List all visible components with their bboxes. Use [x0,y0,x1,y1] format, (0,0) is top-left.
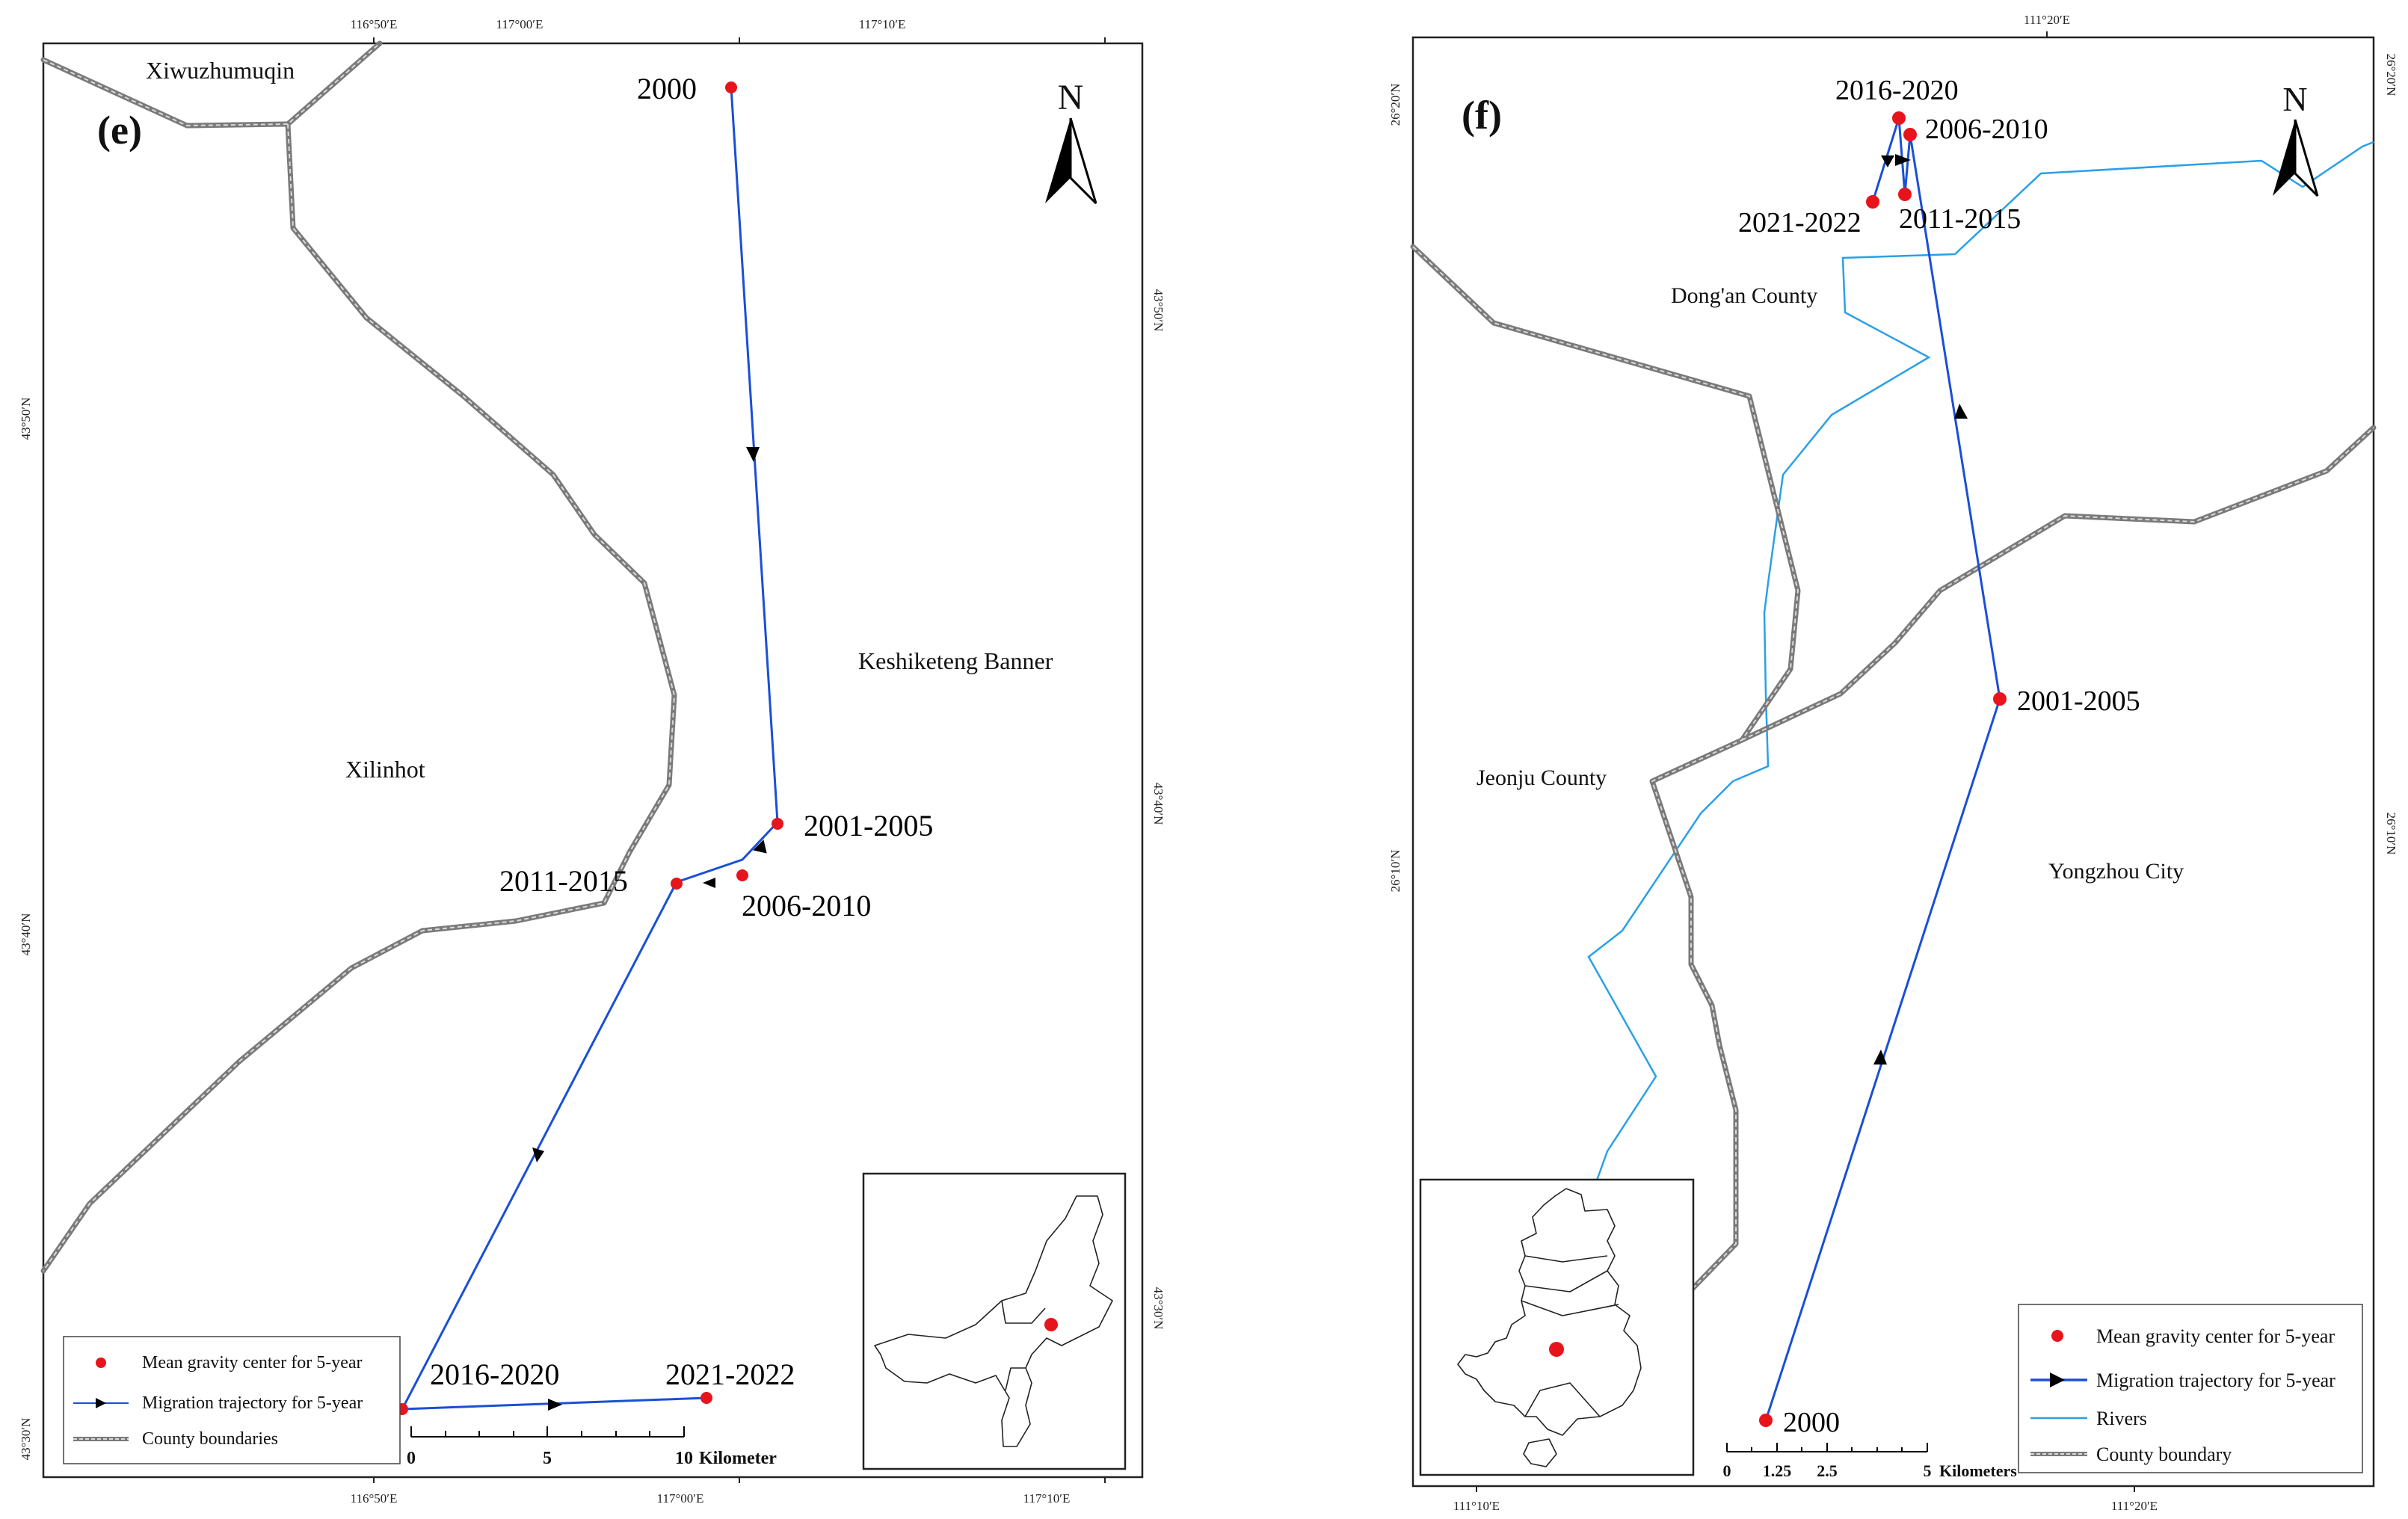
panel-f-arrow-4 [1895,154,1911,166]
panel-f-legend-trajectory: Migration trajectory for 5-year [2096,1369,2335,1391]
panel-e-point-2006-2010 [736,869,748,881]
panel-f-scale-5: 5 [1924,1461,1932,1480]
panel-f-region-dongan: Dong'an County [1671,283,1817,308]
panel-f-bottom-tick-2: 111°20′E [2111,1499,2158,1513]
panel-e-arrow-4 [532,1147,544,1162]
panel-e-legend-boundaries: County boundaries [142,1429,278,1449]
panel-e-label-2016-2020: 2016-2020 [430,1358,559,1391]
panel-e-legend-gravity: Mean gravity center for 5-year [142,1353,363,1372]
panel-e-bottom-tick-1: 116°50′E [351,1491,398,1506]
panel-f-label-2016-2020: 2016-2020 [1835,75,1959,106]
panel-f-legend [2018,1304,2363,1473]
panel-f-arrow-3 [1881,155,1894,167]
panel-f-arrow-1 [1873,1050,1887,1064]
panel-f-north-arrow [2273,119,2319,197]
panel-e-top-tick-1: 116°50′E [351,17,398,31]
panel-e-scale-5: 5 [543,1449,552,1468]
panel-f-label-2001-2005: 2001-2005 [2017,685,2140,717]
panel-f-point-2006-2010 [1903,128,1917,141]
panel-f-legend-rivers: Rivers [2096,1408,2147,1429]
panel-f-north-label: N [2282,80,2307,118]
panel-f-label-2011-2015: 2011-2015 [1899,203,2021,235]
panel-e-top-tick-3: 117°10′E [859,17,906,31]
panel-e-inset-location [1044,1318,1058,1331]
panel-e-frame [42,42,1144,1479]
panel-f-legend-gravity: Mean gravity center for 5-year [2096,1325,2335,1347]
panel-e-north-arrow [1045,117,1097,205]
panel-e-label-2006-2010: 2006-2010 [742,889,871,922]
panel-e-top-tick-2: 117°00′E [496,17,544,31]
panel-e-scale-10: 10 [675,1449,693,1468]
panel-f-scale-1-25: 1.25 [1763,1461,1792,1480]
panel-f-legend-boundary: County boundary [2096,1443,2232,1465]
panel-f-point-2000 [1759,1414,1773,1427]
panel-e-point-2021-2022 [700,1392,712,1404]
panel-e-scale-0: 0 [407,1449,416,1468]
panel-e-right-tick-1: 43°50′N [1151,289,1165,332]
panel-e-point-2001-2005 [772,818,783,830]
panel-e-legend [63,1336,401,1464]
panel-e-legend-trajectory: Migration trajectory for 5-year [142,1393,363,1413]
panel-f-scale-unit: Kilometers [1939,1461,2017,1480]
panel-e-arrow-2 [753,839,767,854]
panel-e-point-2011-2015 [671,878,683,890]
panel-e-label-2011-2015: 2011-2015 [499,864,628,898]
panel-f-right-tick-1: 26°20′N [2384,54,2398,96]
panel-e-inset [862,1172,1127,1470]
panel-f-label-2000: 2000 [1783,1407,1840,1438]
panel-e-scalebar [410,1426,685,1438]
panel-f-ticks [1476,31,2135,1492]
panel-e-point-2000 [725,81,737,93]
panel-e-ticks [373,37,1106,1483]
panel-f-label: (f) [1462,93,1502,138]
panel-f-inset-location [1549,1342,1564,1357]
panel-e-left-tick-2: 43°40′N [19,913,33,956]
panel-f-frame [1411,36,2375,1488]
panel-f-top-tick-1: 111°20′E [2024,13,2070,27]
panel-f-scale-2-5: 2.5 [1817,1461,1838,1480]
panel-f-scale-0: 0 [1723,1461,1731,1480]
panel-f-label-2006-2010: 2006-2010 [1925,114,2048,145]
panel-e-left-tick-1: 43°50′N [19,398,33,440]
panel-e-label: (e) [97,108,142,152]
panel-f-county-boundaries [1410,244,2377,1356]
panel-f-label-2021-2022: 2021-2022 [1738,207,1862,238]
panel-e-arrow-3 [703,878,715,888]
panel-f: 111°20′E 111°10′E 111°20′E 26°20′N 26°10… [1388,13,2398,1513]
panel-e-right-tick-2: 43°40′N [1151,783,1165,825]
panel-e-bottom-tick-2: 117°00′E [657,1491,704,1506]
panel-e-county-boundaries [40,40,677,1274]
panel-e: 116°50′E 117°00′E 117°10′E 116°50′E 117°… [19,17,1165,1506]
panel-e-label-2001-2005: 2001-2005 [804,809,933,842]
panel-e-label-2000: 2000 [637,72,697,105]
panel-f-left-tick-1: 26°20′N [1388,84,1402,126]
panel-e-label-2021-2022: 2021-2022 [665,1358,795,1391]
panel-e-region-xiwuzhumuqin: Xiwuzhumuqin [146,57,295,84]
panel-f-point-2016-2020 [1892,111,1906,125]
panel-f-region-yongzhou: Yongzhou City [2048,859,2184,884]
panel-e-region-keshiketeng: Keshiketeng Banner [858,647,1053,674]
panel-f-point-2021-2022 [1866,195,1879,209]
panel-f-right-tick-2: 26°10′N [2384,813,2398,855]
panel-f-bottom-tick-1: 111°10′E [1453,1499,1500,1513]
panel-e-bottom-tick-3: 117°10′E [1023,1491,1071,1506]
panel-f-scalebar [1726,1443,1928,1452]
panel-e-right-tick-3: 43°30′N [1151,1287,1165,1330]
panel-f-left-tick-2: 26°10′N [1388,850,1402,893]
panel-e-north-label: N [1058,78,1084,117]
panel-f-inset [1419,1178,1695,1476]
panel-e-arrow-1 [746,447,760,462]
panel-f-point-2001-2005 [1993,692,2007,706]
panel-e-region-xilinhot: Xilinhot [345,756,425,783]
panel-f-arrow-2 [1954,404,1968,419]
panel-f-point-2011-2015 [1898,188,1912,201]
panel-e-scale-unit: Kilometer [699,1449,777,1468]
panel-f-trajectory [1764,117,2001,1421]
panel-f-region-jeonju: Jeonju County [1476,765,1607,790]
panel-e-trajectory [400,87,779,1411]
panel-e-arrow-5 [548,1399,562,1411]
panel-e-left-tick-3: 43°30′N [19,1418,33,1461]
